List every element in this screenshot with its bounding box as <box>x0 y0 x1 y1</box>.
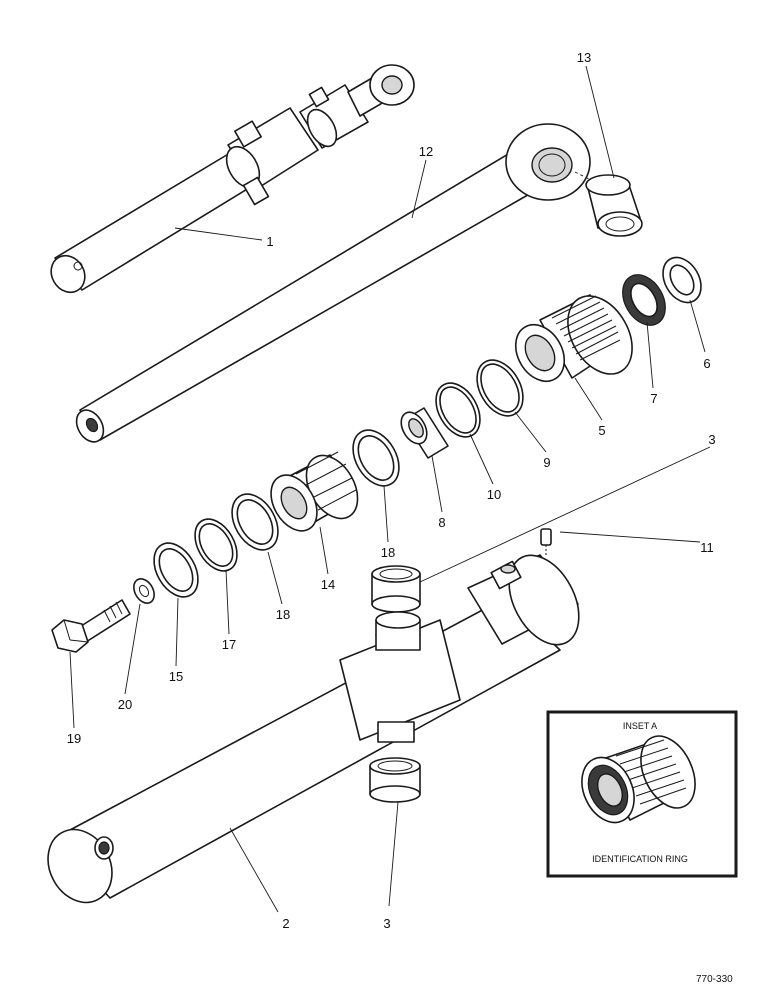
piston-rod-part-12 <box>75 123 596 443</box>
inset-a-box: INSET A IDENTIFICATION RING <box>546 710 738 878</box>
bushing-part-3-lower <box>369 757 421 803</box>
callout-12: 12 <box>419 144 433 159</box>
washer-part-20 <box>133 578 155 604</box>
piston-part-14 <box>270 451 359 532</box>
seal-part-15 <box>153 542 199 598</box>
callout-18-lower: 18 <box>276 607 290 622</box>
callout-7: 7 <box>650 391 657 406</box>
identification-ring-gland-illustration <box>581 735 696 824</box>
drawing-number: 770-330 <box>696 974 733 985</box>
leader-lines <box>69 65 711 913</box>
callout-13: 13 <box>577 50 591 65</box>
gland-threads <box>551 295 621 361</box>
wear-ring-part-8 <box>400 407 449 459</box>
callout-18-upper: 18 <box>381 545 395 560</box>
callout-5: 5 <box>598 423 605 438</box>
callout-2: 2 <box>282 916 289 931</box>
bolt-part-19 <box>51 599 131 653</box>
callout-numbers: 1 12 13 6 7 5 9 10 8 18 14 18 17 15 20 1… <box>67 50 716 931</box>
o-ring-part-10 <box>435 382 481 438</box>
callout-9: 9 <box>543 455 550 470</box>
ring-part-18-lower <box>231 493 279 551</box>
bushing-part-13 <box>585 174 643 237</box>
callout-14: 14 <box>321 577 335 592</box>
ring-part-18-upper <box>352 429 400 487</box>
grease-fitting-part-11 <box>540 528 552 556</box>
seal-ring-part-7 <box>622 274 666 326</box>
callout-15: 15 <box>169 669 183 684</box>
threaded-gland-part-5 <box>514 294 633 383</box>
callout-6: 6 <box>703 356 710 371</box>
callout-20: 20 <box>118 697 132 712</box>
seal-ring-part-6 <box>662 256 702 304</box>
callout-3-upper: 3 <box>708 432 715 447</box>
cylinder-barrel-part-2 <box>47 554 580 904</box>
callout-8: 8 <box>438 515 445 530</box>
callout-1: 1 <box>266 234 273 249</box>
callout-19: 19 <box>67 731 81 746</box>
bushing-part-3-upper <box>371 565 421 613</box>
o-ring-part-9 <box>476 359 524 417</box>
callout-10: 10 <box>487 487 501 502</box>
callout-17: 17 <box>222 637 236 652</box>
backup-ring-part-17 <box>194 518 238 572</box>
callout-11: 11 <box>700 540 714 555</box>
inset-caption: IDENTIFICATION RING <box>592 854 688 864</box>
callout-3-lower: 3 <box>383 916 390 931</box>
inset-title: INSET A <box>623 721 657 731</box>
assembled-cylinder-part-1 <box>50 64 415 294</box>
